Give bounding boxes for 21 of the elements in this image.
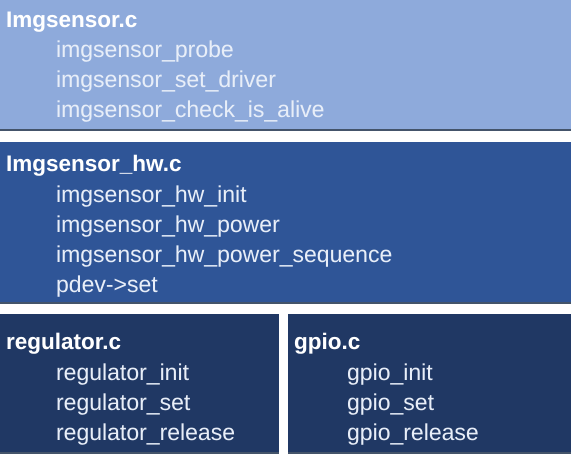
function-name: gpio_set	[347, 389, 434, 415]
function-name: imgsensor_set_driver	[56, 66, 276, 92]
file-name-heading: gpio.c	[294, 329, 360, 355]
module-panel	[0, 314, 279, 454]
file-name-heading: Imgsensor.c	[6, 7, 138, 33]
function-name: imgsensor_hw_init	[56, 181, 246, 207]
function-name: imgsensor_hw_power	[56, 211, 280, 237]
function-name: pdev->set	[56, 271, 158, 297]
function-name: regulator_set	[56, 389, 190, 415]
function-name: gpio_release	[347, 419, 479, 445]
module-panel	[288, 314, 571, 454]
module-panel	[0, 0, 571, 131]
file-name-heading: Imgsensor_hw.c	[6, 151, 182, 177]
module-panel	[0, 142, 571, 304]
function-name: regulator_release	[56, 419, 236, 445]
file-name-heading: regulator.c	[6, 329, 122, 355]
function-name: gpio_init	[347, 359, 433, 385]
function-name: imgsensor_probe	[56, 36, 234, 62]
function-name: imgsensor_hw_power_sequence	[56, 241, 392, 267]
function-name: regulator_init	[56, 359, 189, 385]
function-name: imgsensor_check_is_alive	[56, 96, 324, 122]
